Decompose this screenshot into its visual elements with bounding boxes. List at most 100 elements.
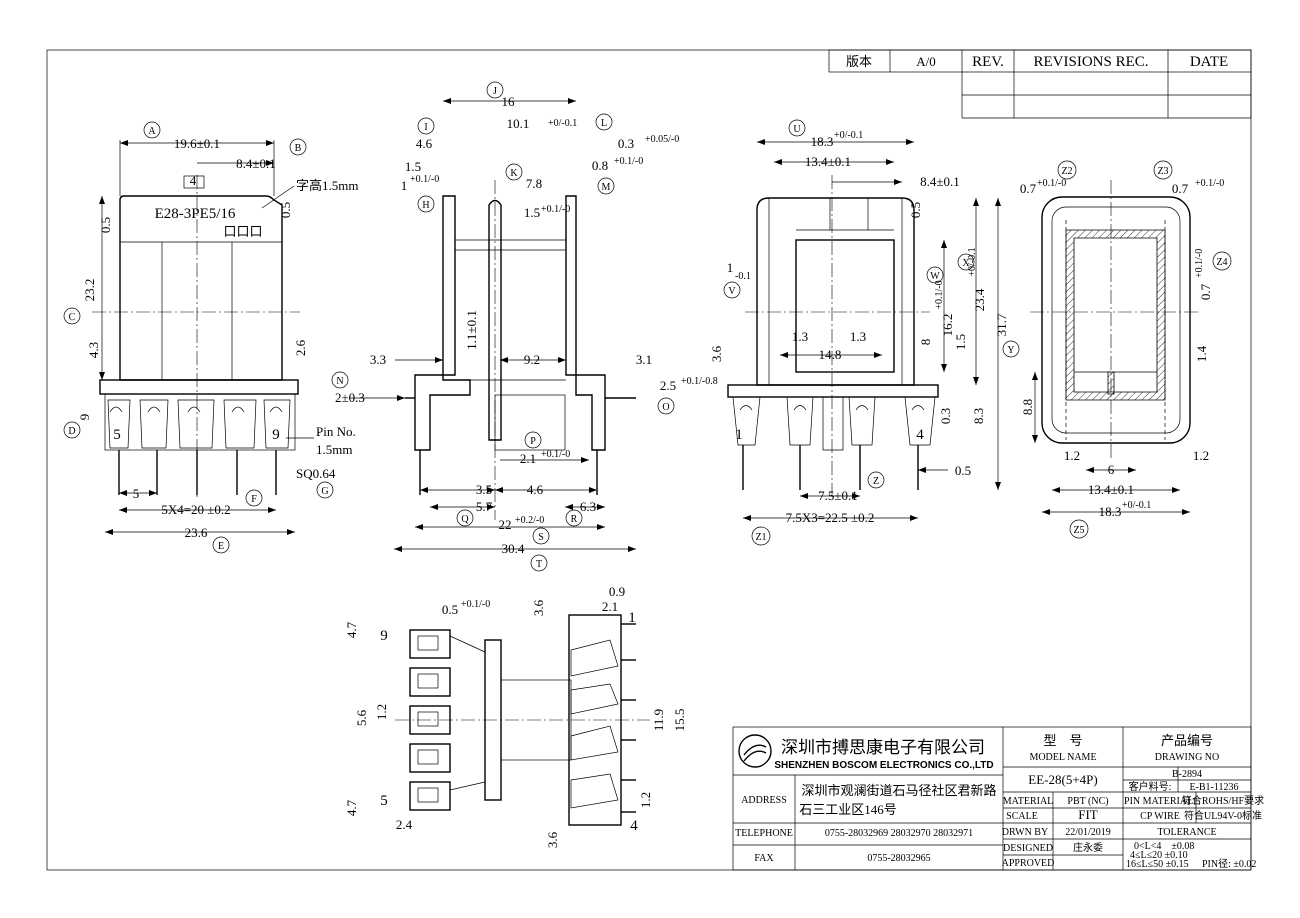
right-dim-36: 3.6 (709, 345, 724, 362)
tolerance-pin: PIN径: ±0.02 (1202, 857, 1256, 870)
right-pin-1: 1 (735, 427, 743, 443)
address-line1: 深圳市观澜街道石马径社区君新路 (801, 783, 996, 798)
right-dim-05b: 0.5 (955, 463, 971, 478)
dim-08-tol: +0.1/-0 (614, 156, 643, 167)
dim-35-text: 3.5 (476, 482, 492, 497)
callout-q: Q (456, 509, 474, 527)
callout-z: Z (867, 471, 885, 489)
dim-f-text: 5X4=20 ±0.2 (161, 502, 230, 517)
bottom-dim-56: 5.6 (354, 709, 369, 726)
bottom-dim-36b: 3.6 (545, 831, 560, 848)
dim-h-tol: +0.1/-0 (410, 174, 439, 185)
svg-text:E: E (218, 541, 224, 552)
tolerance-1: 0<L<4 ±0.08 (1134, 841, 1194, 852)
dim-h-base: 1 (401, 178, 408, 193)
customer-label: 客户料号: (1129, 780, 1172, 793)
drawn-value: 22/01/2019 (1065, 827, 1111, 838)
svg-text:D: D (68, 426, 75, 437)
dim-z4-tol: +0.1/-0 (1194, 249, 1205, 278)
callout-p: P (524, 431, 542, 449)
tolerance-2: 4≤L≤20 ±0.10 (1130, 850, 1188, 861)
drawn-label: DRWN BY (1002, 827, 1048, 838)
company-en: SHENZHEN BOSCOM ELECTRONICS CO.,LTD (774, 760, 993, 771)
callout-u: U (788, 119, 806, 137)
dim-k-text: 7.8 (526, 176, 542, 191)
dim-z4-text: 0.7 (1198, 283, 1213, 300)
tolerance-3: 16≤L≤50 ±0.15 (1126, 859, 1189, 870)
dim-15-text: 1.5 (405, 159, 421, 174)
callout-z2: Z2 (1057, 160, 1077, 180)
callout-w: W (926, 266, 944, 284)
revision-table: 版本 A/0 REV. REVISIONS REC. DATE (828, 49, 1252, 119)
drawing-border (46, 49, 1252, 871)
material-value: PBT (NC) (1067, 796, 1108, 807)
svg-text:J: J (493, 86, 497, 97)
svg-text:Z3: Z3 (1157, 166, 1168, 177)
drawing-value: B-2894 (1172, 769, 1202, 780)
callout-h: H (417, 195, 435, 213)
svg-text:H: H (422, 200, 429, 211)
dim-o-tol: +0.1/-0.8 (681, 376, 718, 387)
dim-21-tol: +0.1/-0 (541, 449, 570, 460)
callout-d: D (63, 421, 81, 439)
bottom-pin-1: 1 (628, 610, 636, 626)
dim-z1-text: 7.5X3=22.5 ±0.2 (786, 510, 875, 525)
dim-z5-tol: +0/-0.1 (1122, 500, 1151, 511)
callout-z1: Z1 (751, 526, 771, 546)
right-dim-83: 8.3 (971, 408, 986, 424)
bottom-dim-155: 15.5 (672, 709, 687, 732)
svg-text:Z5: Z5 (1073, 525, 1084, 536)
pin-no-size: 1.5mm (316, 442, 352, 457)
marking-text: E28-3PE5/16 (155, 206, 236, 222)
dim-z3-tol: +0.1/-0 (1195, 178, 1224, 189)
callout-x: X (957, 253, 975, 271)
marking-boxes: 口口口 (223, 224, 262, 239)
callout-c: C (63, 307, 81, 325)
title-block: 深圳市搏思康电子有限公司 SHENZHEN BOSCOM ELECTRONICS… (732, 726, 1264, 871)
scale-label: SCALE (1006, 811, 1038, 822)
svg-text:A: A (148, 126, 156, 137)
dim-z3-text: 0.7 (1172, 181, 1189, 196)
callout-g: G (316, 481, 334, 499)
callout-k: K (505, 163, 523, 181)
svg-text:F: F (251, 494, 257, 505)
dim-s-base: 22 (499, 517, 512, 532)
callout-r: R (565, 509, 583, 527)
dim-05-right-text: 0.5 (278, 202, 293, 218)
right-dim-15: 1.5 (953, 334, 968, 350)
svg-text:Z1: Z1 (755, 532, 766, 543)
dim-92-text: 9.2 (524, 352, 540, 367)
approved-label: APPROVED (1002, 858, 1055, 869)
right-dim-05: 0.5 (908, 202, 923, 218)
version-label: 版本 (846, 54, 872, 69)
tolerance-label: TOLERANCE (1157, 827, 1216, 838)
dim-148-text: 14.8 (819, 347, 842, 362)
dim-v-tol: -0.1 (735, 271, 751, 282)
right-dim-03: 0.3 (938, 408, 953, 424)
model-label-cn: 型 号 (1043, 733, 1082, 748)
dim-57-text: 5.7 (476, 499, 493, 514)
dim-z5-text: 18.3 (1099, 504, 1122, 519)
dim-33-text: 3.3 (370, 352, 386, 367)
bottom-dim-24: 2.4 (396, 817, 413, 832)
svg-text:U: U (793, 124, 801, 135)
callout-i: I (417, 117, 435, 135)
dim-11-text: 1.1±0.1 (464, 310, 479, 350)
callout-e: E (212, 536, 230, 554)
dim-e-text: 23.6 (185, 525, 208, 540)
callout-t: T (530, 554, 548, 572)
dim-13b-text: 1.3 (850, 329, 866, 344)
telephone-label: TELEPHONE (735, 828, 793, 839)
dim-134-text: 13.4±0.1 (805, 154, 851, 169)
svg-text:M: M (602, 182, 611, 193)
pin-no-label: Pin No. (316, 424, 356, 439)
dim-i-text: 4.6 (416, 136, 433, 151)
bottom-pin-5: 5 (380, 793, 388, 809)
dim-6-text: 6 (1108, 462, 1115, 477)
version-value: A/0 (916, 54, 936, 69)
svg-text:L: L (601, 118, 607, 129)
dim-15b-text: 1.5 (524, 205, 540, 220)
callout-bubbles: A B C D E F G H I J K L M N O P Q R S T … (63, 81, 1232, 572)
ul-value: 符合UL94V-0标准 (1184, 809, 1262, 822)
